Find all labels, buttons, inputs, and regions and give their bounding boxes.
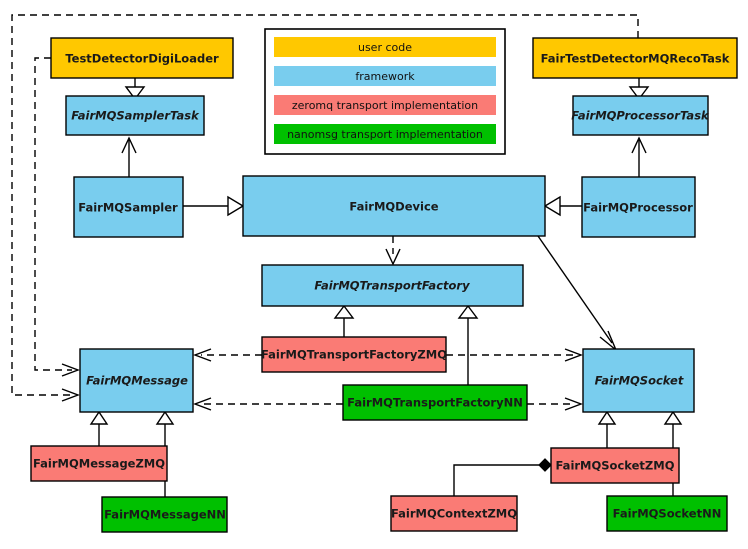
class-box[interactable]: [581, 176, 696, 238]
class-box[interactable]: [261, 264, 524, 307]
edge-processor-to-device: [543, 195, 582, 217]
edge-recotask-to-processortask: [628, 78, 650, 101]
class-node-fairmqsocket[interactable]: FairMQSocket: [582, 348, 695, 413]
class-box[interactable]: [73, 176, 184, 238]
edge-socketzmq-to-socket: [597, 410, 617, 448]
edge-tfnn-to-transportfactory: [457, 304, 479, 385]
class-box[interactable]: [532, 37, 738, 79]
class-node-fairmqtransportfactoryzmq[interactable]: FairMQTransportFactoryZMQ: [261, 336, 447, 373]
class-node-fairmqtransportfactorynn[interactable]: FairMQTransportFactoryNN: [342, 384, 528, 421]
class-node-fairtestdetectormqrecotask[interactable]: FairTestDetectorMQRecoTask: [532, 37, 738, 79]
edge-digiloader-to-message: [34, 57, 80, 377]
class-box[interactable]: [582, 348, 695, 413]
class-node-fairmqsamplertask[interactable]: FairMQSamplerTask: [65, 95, 205, 136]
edge-tfzmq-to-message: [193, 348, 262, 362]
class-node-fairmqprocessortask[interactable]: FairMQProcessorTask: [571, 95, 710, 136]
edge-tfzmq-to-transportfactory: [333, 304, 355, 337]
edge-tfnn-to-message: [193, 397, 343, 411]
edge-digiloader-to-samplertask: [124, 78, 146, 101]
class-box[interactable]: [79, 348, 194, 413]
class-box[interactable]: [65, 95, 205, 136]
class-box[interactable]: [50, 37, 234, 79]
class-node-fairmqsampler[interactable]: FairMQSampler: [73, 176, 184, 238]
legend-swatch-framework: [274, 66, 496, 86]
class-box[interactable]: [390, 495, 518, 532]
edge-messagezmq-to-message: [89, 410, 109, 446]
class-node-fairmqdevice[interactable]: FairMQDevice: [242, 175, 546, 237]
class-node-fairmqtransportfactory[interactable]: FairMQTransportFactory: [261, 264, 524, 307]
legend-swatch-zeromq: [274, 95, 496, 115]
class-box[interactable]: [261, 336, 447, 373]
edge-sampler-to-device: [183, 195, 245, 217]
class-box[interactable]: [101, 496, 228, 533]
class-node-testdetectordigiloader[interactable]: TestDetectorDigiLoader: [50, 37, 234, 79]
class-box[interactable]: [30, 445, 168, 482]
class-box[interactable]: [550, 447, 680, 484]
class-box[interactable]: [242, 175, 546, 237]
class-node-fairmqsocketzmq[interactable]: FairMQSocketZMQ: [550, 447, 680, 484]
class-box[interactable]: [572, 95, 709, 136]
class-node-fairmqcontextzmq[interactable]: FairMQContextZMQ: [390, 495, 518, 532]
edge-processor-to-processortask: [631, 136, 647, 177]
edge-tfnn-to-socket: [527, 397, 583, 411]
edge-sampler-to-samplertask: [121, 136, 137, 177]
legend-swatch-nanomsg: [274, 124, 496, 144]
edge-recotask-to-message: [11, 14, 639, 402]
class-node-fairmqmessage[interactable]: FairMQMessage: [79, 348, 194, 413]
class-box[interactable]: [606, 495, 728, 532]
class-node-fairmqmessagenn[interactable]: FairMQMessageNN: [101, 496, 228, 533]
class-node-fairmqprocessor[interactable]: FairMQProcessor: [581, 176, 696, 238]
edge-device-to-transportfactory: [385, 236, 401, 266]
class-node-fairmqmessagezmq[interactable]: FairMQMessageZMQ: [30, 445, 168, 482]
edge-tfzmq-to-socket: [446, 348, 583, 362]
class-node-fairmqsocketnn[interactable]: FairMQSocketNN: [606, 495, 728, 532]
edge-contextzmq-to-socketzmq: [453, 458, 552, 496]
edge-layer: [11, 14, 683, 497]
class-box[interactable]: [342, 384, 528, 421]
edge-device-to-socket: [537, 235, 617, 351]
legend-swatch-user-code: [274, 37, 496, 57]
legend: user code framework zeromq transport imp…: [264, 28, 506, 155]
